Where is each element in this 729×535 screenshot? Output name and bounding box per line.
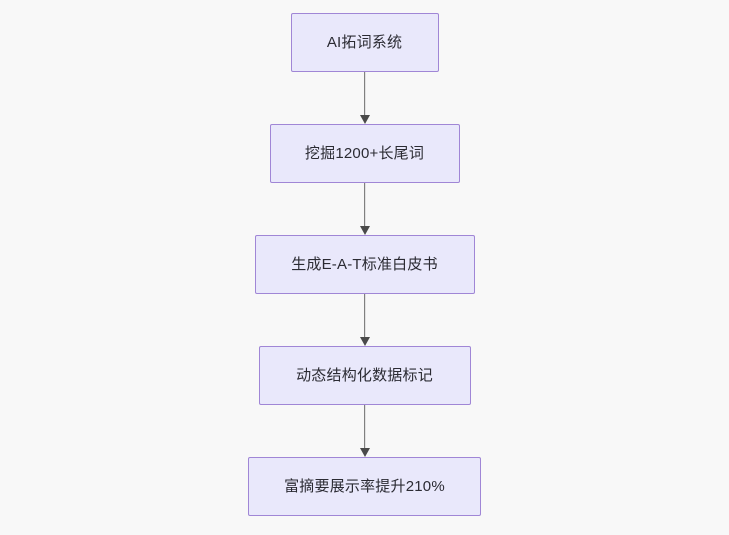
connector-line bbox=[363, 294, 366, 338]
flowchart-node-generate-eat-whitepaper[interactable]: 生成E-A-T标准白皮书 bbox=[254, 235, 475, 294]
node-label: AI拓词系统 bbox=[326, 34, 403, 51]
node-label: 动态结构化数据标记 bbox=[296, 367, 433, 384]
node-label: 富摘要展示率提升210% bbox=[284, 478, 445, 495]
flowchart-connector-2 bbox=[358, 183, 372, 235]
flowchart-node-ai-keyword-system[interactable]: AI拓词系统 bbox=[290, 13, 439, 72]
down-arrow-icon bbox=[359, 337, 370, 346]
flowchart-node-mine-longtail-keywords[interactable]: 挖掘1200+长尾词 bbox=[269, 124, 460, 183]
node-label: 挖掘1200+长尾词 bbox=[304, 145, 425, 162]
connector-line bbox=[363, 72, 366, 116]
flowchart-connector-1 bbox=[358, 72, 372, 124]
flowchart-node-column: AI拓词系统 挖掘1200+长尾词 生成E-A-T标准白皮书 动态结构化数据标记 bbox=[0, 13, 729, 516]
flowchart-node-dynamic-structured-data-markup[interactable]: 动态结构化数据标记 bbox=[258, 346, 471, 405]
flowchart-node-rich-snippet-impression-uplift[interactable]: 富摘要展示率提升210% bbox=[248, 457, 481, 516]
down-arrow-icon bbox=[359, 226, 370, 235]
node-label: 生成E-A-T标准白皮书 bbox=[291, 256, 438, 273]
down-arrow-icon bbox=[359, 448, 370, 457]
flowchart-connector-4 bbox=[358, 405, 372, 457]
connector-line bbox=[363, 405, 366, 449]
down-arrow-icon bbox=[359, 115, 370, 124]
connector-line bbox=[363, 183, 366, 227]
flowchart-connector-3 bbox=[358, 294, 372, 346]
